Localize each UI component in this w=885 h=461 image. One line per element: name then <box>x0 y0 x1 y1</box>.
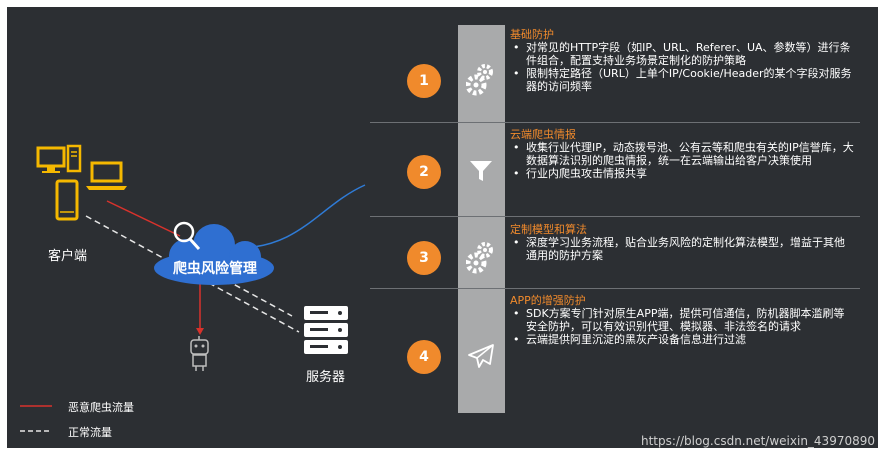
server-label: 服务器 <box>306 370 346 385</box>
section-title-2: 云端爬虫情报 <box>510 128 576 141</box>
section-list-1: 对常见的HTTP字段（如IP、URL、Referer、UA、参数等）进行条件组合… <box>510 41 855 93</box>
list-item: 云端提供阿里沉淀的黑灰产设备信息进行过滤 <box>510 333 855 346</box>
list-item: 行业内爬虫攻击情报共享 <box>510 167 855 180</box>
magnifier-icon <box>173 221 201 251</box>
list-item: 限制特定路径（URL）上单个IP/Cookie/Header的某个字段对服务器的… <box>510 67 855 93</box>
paper-plane-icon <box>468 344 494 368</box>
allowed-traffic-line <box>225 279 293 317</box>
step-icon-strip <box>458 25 505 413</box>
client-label: 客户端 <box>48 249 88 264</box>
step-number-1: 1 <box>407 64 441 98</box>
gears-icon <box>466 64 493 96</box>
section-title-1: 基础防护 <box>510 28 554 41</box>
desktop-icon <box>36 144 82 173</box>
cloud-label: 爬虫风险管理 <box>173 261 257 277</box>
list-item: 深度学习业务流程，贴合业务风险的定制化算法模型，增益于其他通用的防护方案 <box>510 236 855 262</box>
cloud-icon <box>154 224 274 285</box>
filter-icon <box>470 161 492 181</box>
list-item: 对常见的HTTP字段（如IP、URL、Referer、UA、参数等）进行条件组合… <box>510 41 855 67</box>
section-divider <box>370 288 860 289</box>
legend-normal-label: 正常流量 <box>68 426 112 439</box>
step-number-3: 3 <box>407 241 441 275</box>
list-item: SDK方案专门针对原生APP端，提供可信通信，防机器脚本滥刷等安全防护，可以有效… <box>510 307 855 333</box>
laptop-icon <box>86 161 127 190</box>
robot-icon <box>190 336 209 371</box>
gears-icon <box>466 242 493 274</box>
section-divider <box>370 122 860 123</box>
server-icon <box>304 306 348 354</box>
section-list-2: 收集行业代理IP，动态拨号池、公有云等和爬虫有关的IP信誉库，大数据算法识别的爬… <box>510 141 855 180</box>
watermark-url: https://blog.csdn.net/weixin_43970890 <box>640 434 875 448</box>
section-divider <box>370 216 860 217</box>
section-title-3: 定制模型和算法 <box>510 223 587 236</box>
section-list-4: SDK方案专门针对原生APP端，提供可信通信，防机器脚本滥刷等安全防护，可以有效… <box>510 307 855 346</box>
step-number-4: 4 <box>407 340 441 374</box>
legend-malicious-label: 恶意爬虫流量 <box>68 401 134 414</box>
malicious-traffic-line <box>106 200 181 237</box>
section-list-3: 深度学习业务流程，贴合业务风险的定制化算法模型，增益于其他通用的防护方案 <box>510 236 855 262</box>
step-number-2: 2 <box>407 155 441 189</box>
connector-curve <box>237 184 366 249</box>
list-item: 收集行业代理IP，动态拨号池、公有云等和爬虫有关的IP信誉库，大数据算法识别的爬… <box>510 141 855 167</box>
phone-icon <box>55 179 79 221</box>
section-title-4: APP的增强防护 <box>510 294 586 307</box>
